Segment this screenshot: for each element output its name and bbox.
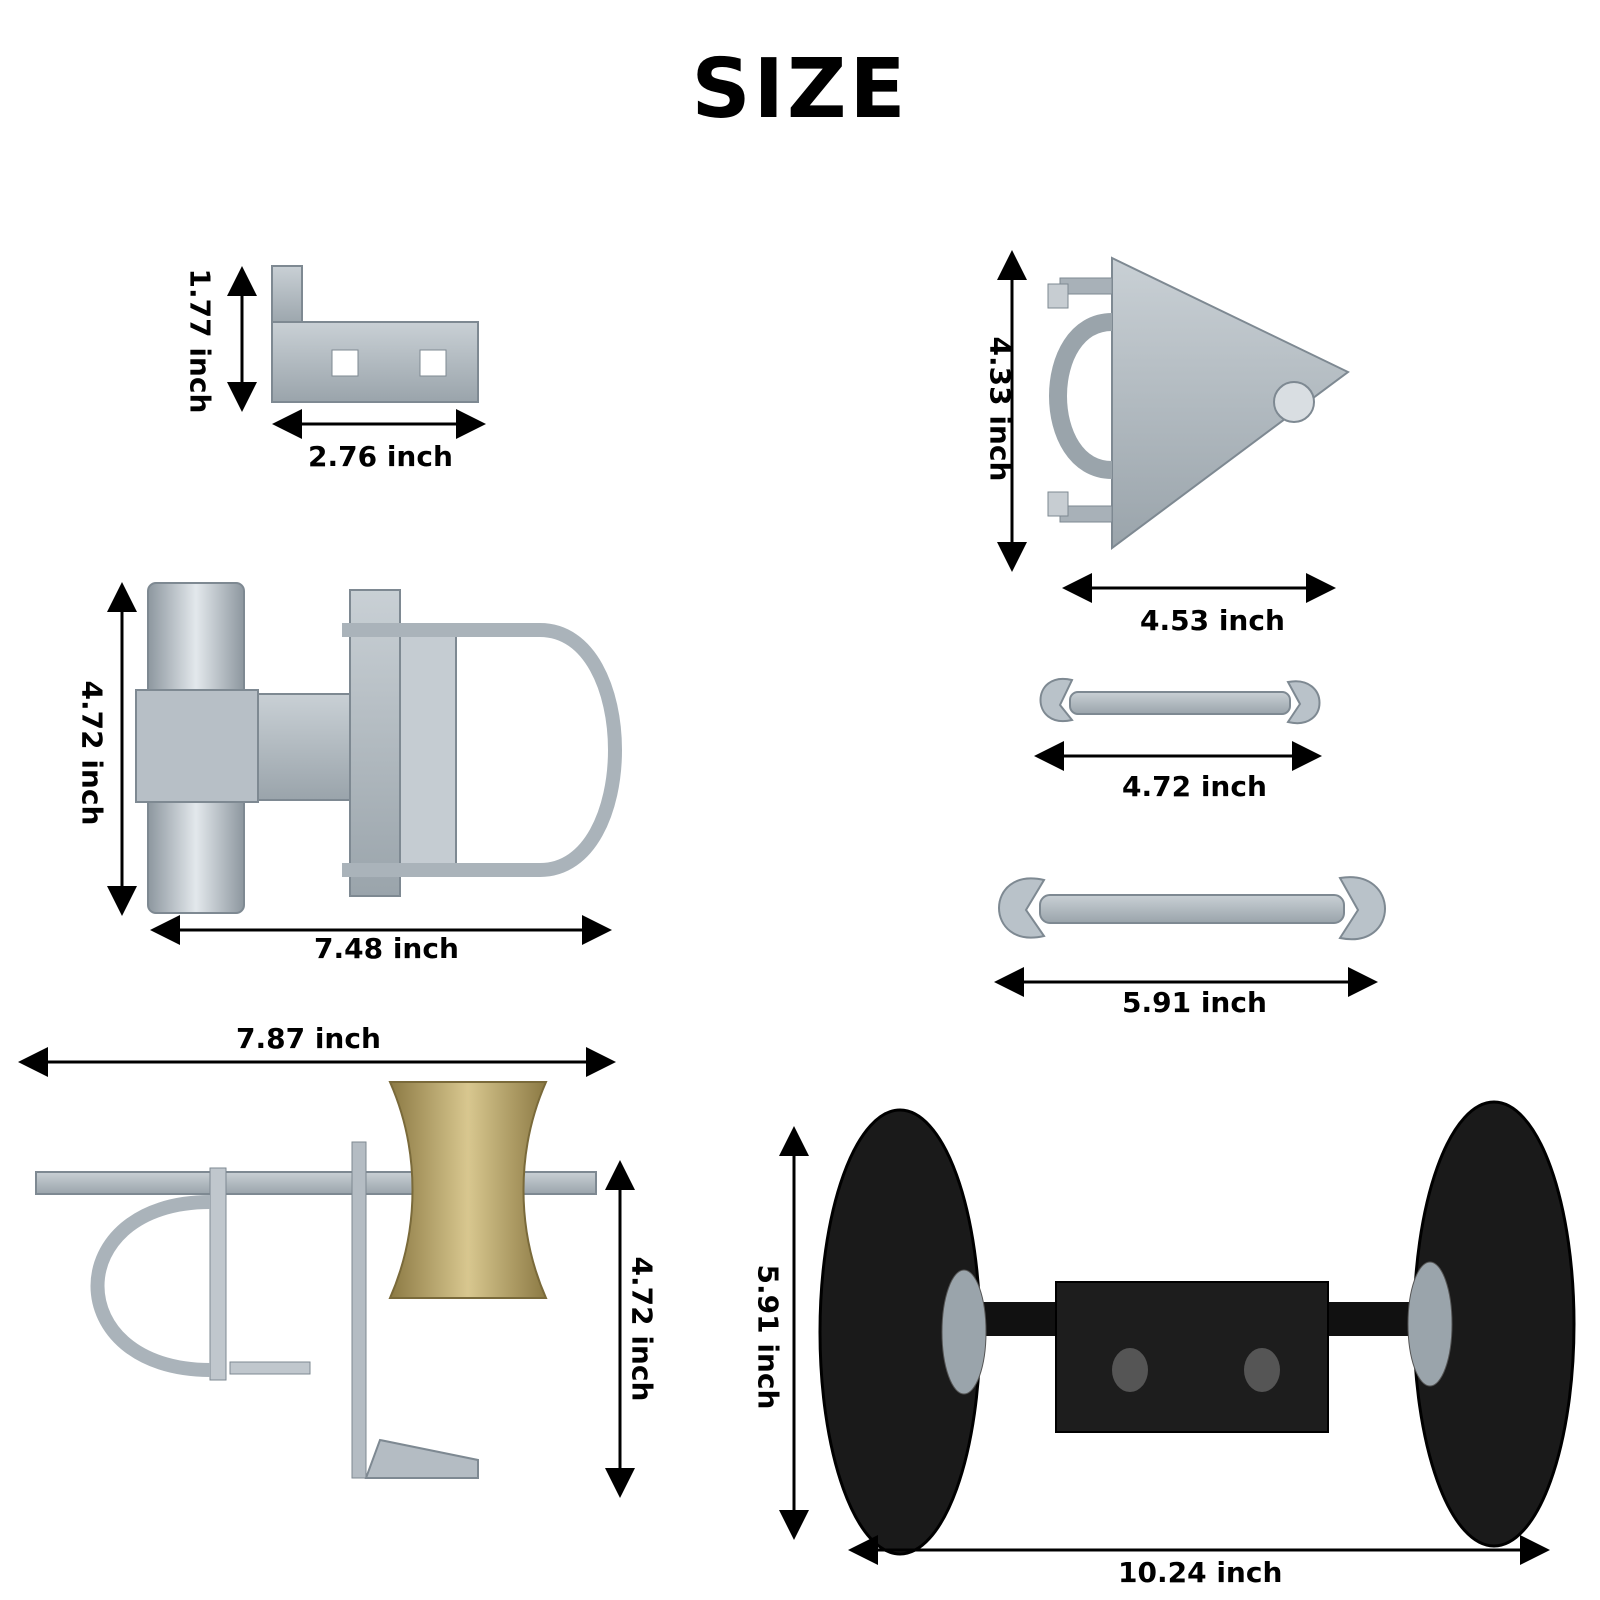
wheel-height-label: 5.91 inch — [751, 1264, 785, 1410]
wheel-assembly — [818, 1100, 1576, 1556]
roller-width-label: 7.87 inch — [236, 1022, 381, 1055]
page-title: SIZE — [691, 42, 909, 137]
roller-height-label: 4.72 inch — [625, 1256, 659, 1402]
wheel-width-label: 10.24 inch — [1118, 1556, 1283, 1589]
latch-height-label: 1.77 inch — [183, 268, 217, 414]
triangle-bracket — [1047, 256, 1350, 550]
post-clamp — [135, 582, 622, 914]
large-wrench — [998, 876, 1386, 941]
bracket-width-label: 4.53 inch — [1140, 604, 1285, 637]
bracket-height-label: 4.33 inch — [983, 336, 1017, 482]
v-groove-roller — [35, 1081, 597, 1479]
clamp-height-label: 4.72 inch — [75, 680, 109, 826]
latch-plate — [271, 265, 479, 403]
large-wrench-label: 5.91 inch — [1122, 986, 1267, 1019]
clamp-width-label: 7.48 inch — [314, 932, 459, 965]
latch-width-label: 2.76 inch — [308, 440, 453, 473]
small-wrench-label: 4.72 inch — [1122, 770, 1267, 803]
small-wrench — [1039, 677, 1321, 725]
